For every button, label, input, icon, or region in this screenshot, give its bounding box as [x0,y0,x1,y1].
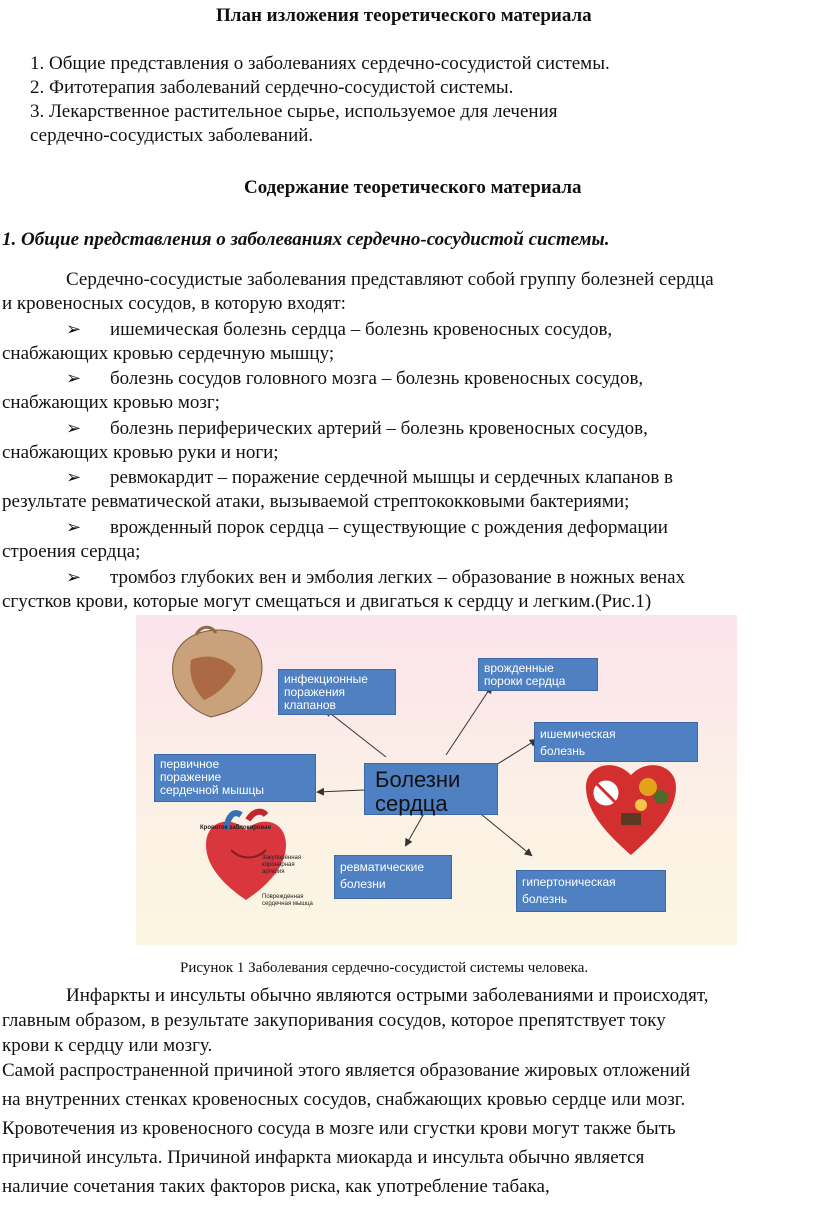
intro-line-2: и кровеносных сосудов, в которую входят: [2,293,346,314]
body-line-7: причиной инсульта. Причиной инфаркта мио… [2,1147,645,1168]
body-line-6: Кровотечения из кровеносного сосуда в мо… [2,1118,676,1139]
body-line-8: наличие сочетания таких факторов риска, … [2,1176,550,1197]
content-title: Содержание теоретического материала [244,177,582,198]
bullet-4-line-2: результате ревматической атаки, вызываем… [2,491,630,512]
bullet-4-line-1: ревмокардит – поражение сердечной мышцы … [110,467,674,488]
bullet-arrow-icon: ➢ [66,517,82,538]
bullet-3-line-1: болезнь периферических артерий – болезнь… [110,418,648,439]
bullet-6-line-1: тромбоз глубоких вен и эмболия легких – … [110,567,686,588]
box-heart-diseases-center: Болезни сердца [364,763,498,816]
bullet-2-line-1: болезнь сосудов головного мозга – болезн… [110,368,644,389]
bullet-arrow-icon: ➢ [66,418,82,439]
plan-item-3-cont: сердечно-сосудистых заболеваний. [30,125,314,146]
section-title: 1. Общие представления о заболеваниях се… [2,229,610,250]
bullet-1-line-2: снабжающих кровью сердечную мышцу; [2,343,335,364]
box-hypertensive-disease: гипертоническая болезнь [516,870,666,912]
body-line-2: главным образом, в результате закупорива… [2,1010,666,1031]
heart-blockage-icon [206,808,286,900]
box-rheumatic-diseases: ревматические болезни [334,855,452,899]
plan-item-3: 3. Лекарственное растительное сырье, исп… [30,101,558,122]
heart-diagram-labels: Кровоток заблокирован [200,825,272,831]
heart-anatomy-icon [172,625,263,718]
bullet-6-line-2: сгустков крови, которые могут смещаться … [2,591,652,612]
box-congenital-defects: врожденные пороки сердца [478,658,598,691]
bullet-5-line-2: строения сердца; [2,541,141,562]
box-infectious-valve-lesions: инфекционные поражения клапанов [278,669,396,715]
bullet-5-line-1: врожденный порок сердца – существующие с… [110,517,668,538]
body-line-3: крови к сердцу или мозгу. [2,1035,213,1056]
figure-caption: Рисунок 1 Заболевания сердечно-сосудисто… [180,960,589,976]
body-line-4: Самой распространенной причиной этого яв… [2,1060,691,1081]
plan-title: План изложения теоретического материала [216,5,592,26]
figure-arrows [172,625,676,900]
bullet-1-line-1: ишемическая болезнь сердца – болезнь кро… [110,319,613,340]
bullet-2-line-2: снабжающих кровью мозг; [2,392,220,413]
bullet-3-line-2: снабжающих кровью руки и ноги; [2,442,279,463]
bullet-arrow-icon: ➢ [66,467,82,488]
heart-diseases-figure: инфекционные поражения клапанов врожденн… [136,615,737,945]
body-line-5: на внутренних стенках кровеносных сосудо… [2,1089,686,1110]
bullet-arrow-icon: ➢ [66,567,82,588]
bullet-arrow-icon: ➢ [66,319,82,340]
intro-line-1: Сердечно-сосудистые заболевания представ… [66,269,714,290]
bullet-arrow-icon: ➢ [66,368,82,389]
box-primary-myocardial-lesion: первичное поражение сердечной мышцы [154,754,316,802]
plan-item-2: 2. Фитотерапия заболеваний сердечно-сосу… [30,77,514,98]
heart-diagram-labels-right: Закупорённая коронарная артерия Поврежде… [262,855,313,907]
body-line-1: Инфаркты и инсульты обычно являются остр… [66,985,709,1006]
plan-item-1: 1. Общие представления о заболеваниях се… [30,53,610,74]
box-ischemic-disease: ишемическая болезнь [534,722,698,762]
risk-factors-heart-icon [586,765,676,855]
